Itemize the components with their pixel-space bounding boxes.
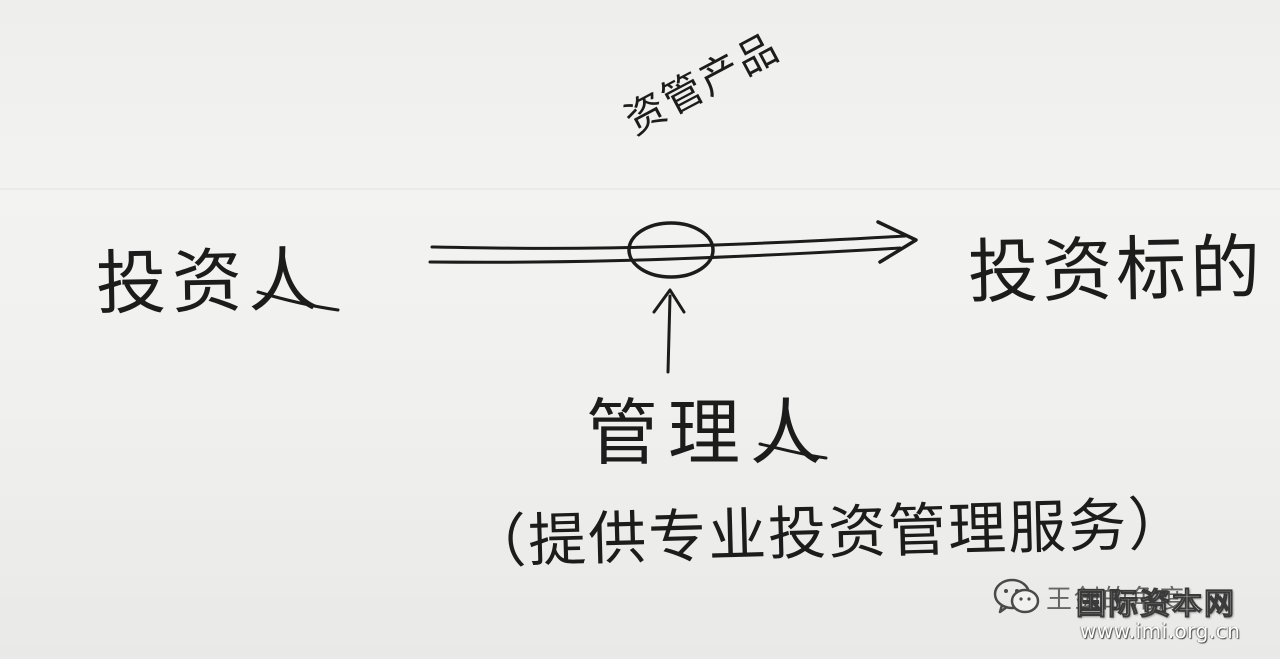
manager-label: 管理人	[586, 391, 833, 475]
flow-line-upper	[430, 234, 907, 250]
watermark-account-name: 王剑的角度	[1046, 585, 1187, 615]
watermark: 王剑的角度 国际资本网 www.imi.org.cn	[992, 573, 1262, 653]
manager-arrowhead	[652, 288, 686, 314]
flow-line-lower	[428, 246, 902, 264]
manager-flourish	[758, 442, 828, 460]
wechat-icon	[993, 578, 1040, 614]
watermark-brand: 国际资本网	[1076, 587, 1236, 623]
watermark-url: www.imi.org.cn	[1080, 619, 1241, 643]
manager-arrow-shaft	[666, 294, 672, 374]
flow-arrowhead	[876, 220, 918, 264]
investor-flourish	[256, 290, 340, 312]
target-label: 投资标的	[967, 226, 1265, 314]
investor-label: 投资人	[95, 239, 325, 325]
product-node-ellipse	[627, 221, 715, 279]
